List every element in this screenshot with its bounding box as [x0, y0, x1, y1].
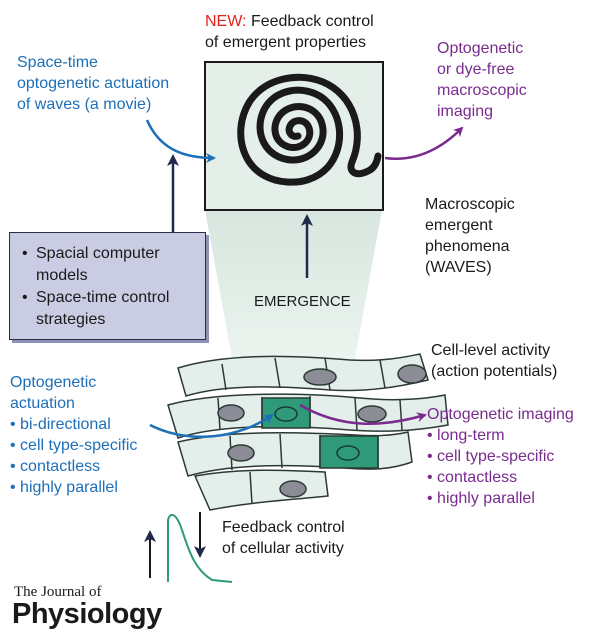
actuation-label: Optogenetic actuation • bi-directional •… — [10, 374, 138, 496]
journal-logo-line1: The Journal of — [14, 584, 102, 600]
box-item-strategies: Space-time control strategies — [22, 287, 197, 331]
new-tag: NEW: — [205, 13, 247, 30]
cell-sheet — [167, 353, 449, 511]
top-title-line1: Feedback control — [250, 13, 374, 30]
cell-row-bottom — [193, 469, 329, 511]
cell-row-top — [177, 353, 429, 397]
emergence-cone — [205, 210, 382, 375]
emergence-label: EMERGENCE — [254, 293, 351, 310]
imaging-top-label: Optogenetic or dye-free macroscopic imag… — [437, 40, 527, 120]
macroscopic-label: Macroscopic emergent phenomena (WAVES) — [425, 196, 515, 276]
space-time-arrow — [145, 119, 216, 163]
computer-models-box: Spacial computer models Space-time contr… — [9, 232, 206, 340]
imaging-arrow — [299, 403, 427, 426]
top-title-line2: of emergent properties — [205, 34, 366, 51]
imaging-label: Optogenetic imaging • long-term • cell t… — [427, 406, 574, 507]
imaging-top-arrow — [384, 126, 464, 160]
cell-level-label: Cell-level activity (action potentials) — [431, 342, 558, 380]
actuation-arrow — [149, 413, 274, 438]
action-potential-trace — [167, 513, 233, 583]
feedback-cellular-label: Feedback control of cellular activity — [222, 519, 345, 557]
computer-models-list: Spacial computer models Space-time contr… — [10, 233, 205, 331]
box-item-models: Spacial computer models — [22, 243, 197, 287]
top-title: NEW: Feedback control — [205, 11, 374, 32]
space-time-label: Space-time optogenetic actuation of wave… — [17, 54, 170, 113]
journal-logo-line2: Physiology — [12, 598, 162, 630]
spiral-wave-icon — [237, 73, 382, 186]
